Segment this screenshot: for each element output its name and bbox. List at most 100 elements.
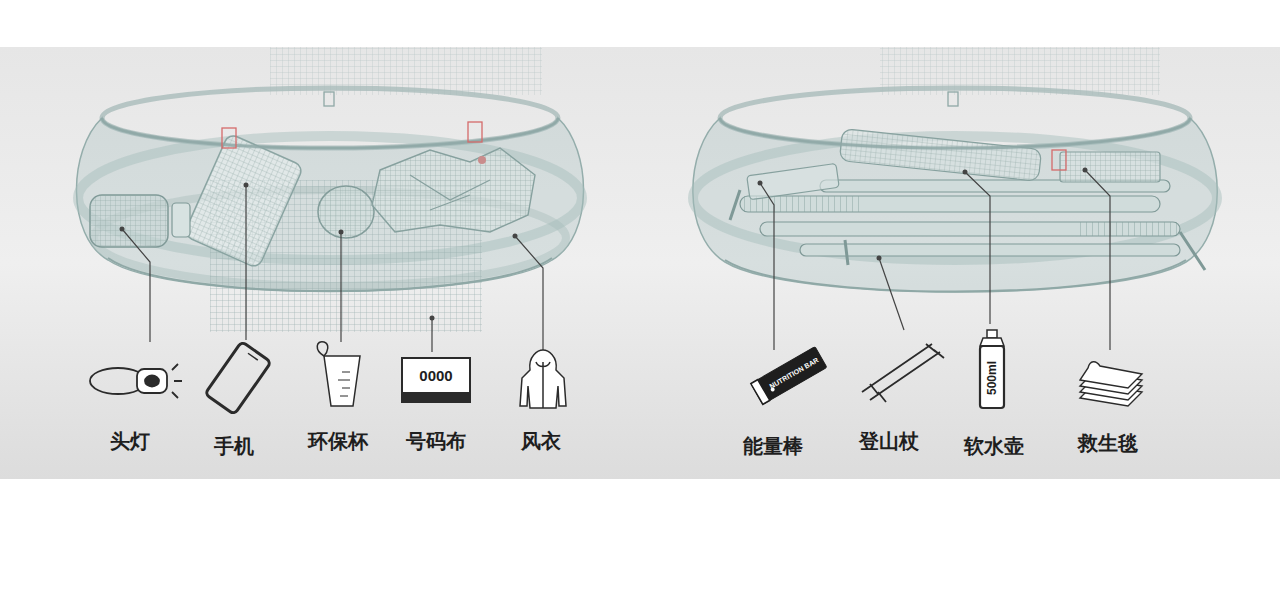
phone-icon xyxy=(248,353,258,360)
item-label: 手机 xyxy=(214,434,254,458)
energy-bar-mesh xyxy=(747,163,839,199)
bib-icon xyxy=(402,392,470,402)
leader-dot xyxy=(120,227,125,232)
item-label: 登山杖 xyxy=(859,429,919,453)
cup-icon xyxy=(338,372,350,396)
trekking-pole-icon xyxy=(862,344,944,402)
cup-mesh xyxy=(318,186,374,238)
leader-dot xyxy=(877,256,882,261)
phone-mesh xyxy=(183,133,303,269)
belt-right xyxy=(693,88,1217,292)
belt-right xyxy=(948,92,958,106)
jacket-mesh xyxy=(410,175,490,210)
bib-number: 0000 xyxy=(419,367,452,385)
bottle-icon xyxy=(987,330,997,338)
headlamp-mesh xyxy=(90,195,190,247)
leader-line xyxy=(760,183,774,350)
pole-mesh xyxy=(760,222,1180,236)
pole-mesh xyxy=(730,180,1205,270)
blanket-mesh xyxy=(1060,152,1160,182)
bottle-mesh xyxy=(839,129,1041,182)
belt-left xyxy=(468,122,482,142)
phone-icon xyxy=(205,341,271,414)
leader-dot xyxy=(339,230,344,235)
belt-left xyxy=(102,118,558,148)
phone-mesh xyxy=(183,133,303,269)
jacket-icon xyxy=(520,350,566,408)
leader-line xyxy=(122,170,1110,352)
blanket-mesh xyxy=(1060,152,1160,182)
blanket-mesh xyxy=(1060,152,1160,182)
bib-icon xyxy=(402,358,470,402)
background-band xyxy=(0,47,1280,479)
blanket-icon xyxy=(1080,362,1142,406)
belt-left xyxy=(108,258,552,291)
leader-dot xyxy=(963,170,968,175)
cup-mesh xyxy=(318,186,374,238)
headlamp-mesh xyxy=(90,195,168,247)
trekking-pole-icon xyxy=(870,384,886,402)
belt-right xyxy=(693,118,1217,292)
item-label: 能量棒 xyxy=(743,434,803,458)
energy-bar-icon xyxy=(751,380,770,405)
cup-mesh xyxy=(318,186,374,238)
leader-line xyxy=(965,172,990,324)
phone-icon xyxy=(205,341,271,414)
headlamp-icon xyxy=(90,364,182,398)
bottle-mesh xyxy=(839,129,1041,182)
headlamp-icon xyxy=(145,376,159,387)
bottle-volume: 500ml xyxy=(985,361,999,395)
pole-mesh xyxy=(740,196,1160,212)
leader-dot xyxy=(513,234,518,239)
belt-right xyxy=(720,118,1190,148)
headlamp-mesh xyxy=(90,195,168,247)
leader-dot xyxy=(430,316,435,321)
belt-right xyxy=(1052,150,1066,170)
jacket-mesh xyxy=(372,148,535,232)
item-label: 头灯 xyxy=(110,429,150,453)
leader-line xyxy=(340,232,341,342)
headlamp-icon xyxy=(172,364,182,398)
energy-bar-mesh xyxy=(747,163,839,199)
leader-dot xyxy=(1083,168,1088,173)
leader-dot xyxy=(758,181,763,186)
leader-line xyxy=(515,236,543,352)
leader-dot xyxy=(244,183,249,188)
item-label: 风衣 xyxy=(521,429,561,453)
background-band xyxy=(0,47,1280,479)
pole-mesh xyxy=(1080,222,1180,236)
item-label: 救生毯 xyxy=(1078,431,1138,455)
energy-bar-icon xyxy=(751,347,827,405)
jacket-mesh xyxy=(372,148,535,232)
pole-mesh xyxy=(730,190,1205,270)
bottle-icon xyxy=(980,330,1004,408)
trekking-pole-icon xyxy=(862,344,940,400)
leader-dot xyxy=(120,168,1088,321)
leader-line xyxy=(122,229,150,342)
cup-icon xyxy=(317,342,360,406)
jacket-mesh xyxy=(478,156,486,164)
belt-left xyxy=(76,88,583,332)
item-label: 软水壶 xyxy=(964,434,1024,458)
belt-right xyxy=(725,260,1186,292)
jacket-icon xyxy=(520,350,566,408)
blanket-icon xyxy=(1080,362,1142,388)
trekking-pole-icon xyxy=(926,344,944,358)
leader-line xyxy=(245,185,246,340)
bib-icon xyxy=(402,358,470,402)
energy-bar-icon xyxy=(751,347,827,405)
headlamp-mesh xyxy=(172,203,190,237)
jacket-mesh xyxy=(372,148,535,232)
cup-icon xyxy=(317,342,328,356)
item-label: 号码布 xyxy=(406,429,466,453)
jacket-icon xyxy=(536,362,550,408)
bottle-mesh xyxy=(839,129,1041,182)
belt-left xyxy=(324,92,334,106)
headlamp-icon xyxy=(137,369,167,393)
belt-left xyxy=(222,128,236,148)
cup-icon xyxy=(324,356,360,406)
bottle-icon xyxy=(980,338,1004,346)
phone-mesh xyxy=(183,133,303,269)
